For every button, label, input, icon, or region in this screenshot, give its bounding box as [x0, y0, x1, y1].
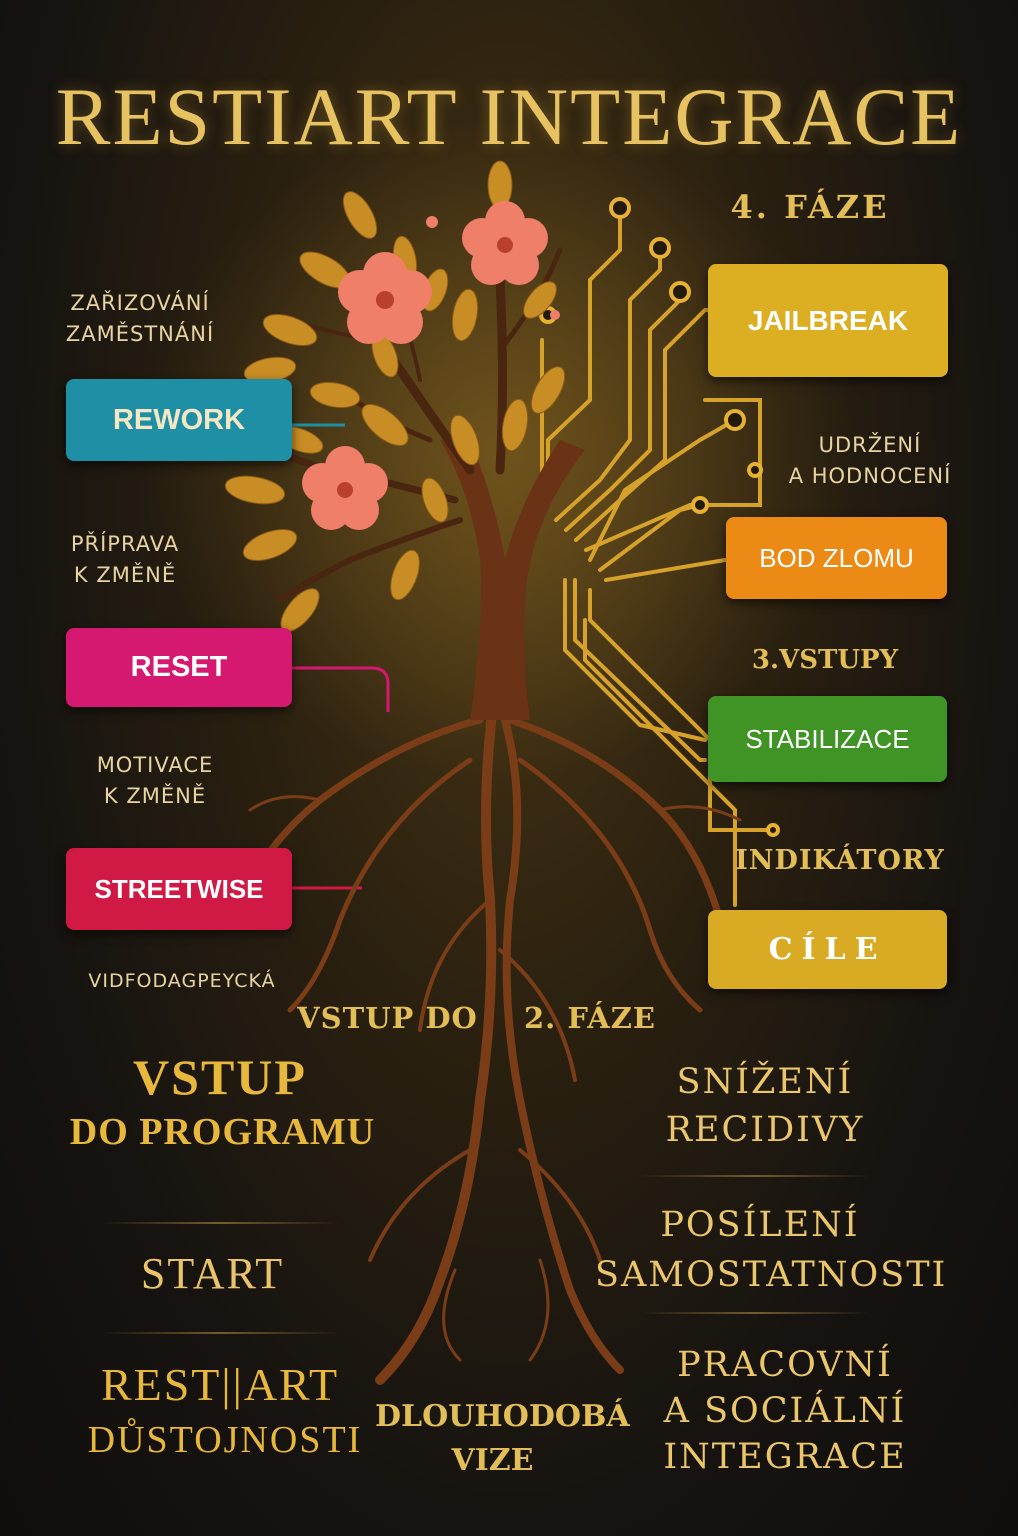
reset-connector — [292, 666, 390, 712]
restart-heading: REST||ART — [100, 1359, 340, 1410]
flowers — [302, 201, 560, 530]
zarizovani-line-1: ZAŘIZOVÁNÍ — [70, 291, 210, 315]
dustojnosti-heading: DŮSTOJNOSTI — [87, 1419, 363, 1461]
zarizovani-line-2: ZAMĚSTNÁNÍ — [65, 322, 215, 346]
roots — [236, 685, 742, 1385]
vstupy-3-label: 3.VSTUPY — [751, 645, 899, 675]
bod-zlomu-box: BOD ZLOMU — [726, 517, 947, 599]
reset-box: RESET — [66, 628, 292, 707]
pracovni-line-2: A SOCIÁLNÍ — [663, 1391, 907, 1431]
udrzeni-line-1: UDRŽENÍ — [818, 433, 922, 457]
posileni-line-1: POSÍLENÍ — [660, 1205, 860, 1245]
posileni-label: POSÍLENÍ SAMOSTATNOSTI — [595, 1200, 948, 1300]
udrzeni-line-2: A HODNOCENÍ — [788, 464, 952, 488]
trunk — [440, 440, 585, 720]
pracovni-line-3: INTEGRACE — [663, 1437, 907, 1477]
snizeni-recidivy-label: SNÍŽENÍ RECIDIVY — [640, 1058, 890, 1154]
dlouhodoba-vize-label: DLOUHODOBÁ VIZE — [375, 1395, 630, 1483]
pracovni-line-1: PRACOVNÍ — [677, 1345, 893, 1385]
page-title: RESTIART INTEGRACE — [55, 71, 963, 162]
vstup-do-label: VSTUP DO — [297, 1001, 478, 1035]
divider-right-1 — [640, 1175, 870, 1177]
jailbreak-box: JAILBREAK — [708, 264, 948, 377]
cile-box: CÍLE — [708, 910, 947, 989]
divider-left-1 — [100, 1222, 340, 1224]
faze-4-label: 4. FÁZE — [730, 188, 890, 226]
do-programu-heading: DO PROGRAMU — [69, 1111, 376, 1153]
posileni-line-2: SAMOSTATNOSTI — [595, 1255, 948, 1295]
motivace-label: MOTIVACE K ZMĚNĚ — [80, 750, 230, 812]
zarizovani-label: ZAŘIZOVÁNÍ ZAMĚSTNÁNÍ — [40, 288, 240, 350]
snizeni-line-2: RECIDIVY — [665, 1110, 865, 1150]
priprava-label: PŘÍPRAVA K ZMĚNĚ — [50, 529, 200, 591]
vidfo-label: VIDFODAGPEYCKÁ — [88, 970, 276, 992]
pracovni-integrace-label: PRACOVNÍ A SOCIÁLNÍ INTEGRACE — [650, 1342, 920, 1480]
indikatory-label: INDIKÁTORY — [735, 845, 945, 876]
vize-line-2: VIZE — [451, 1443, 534, 1478]
motivace-line-2: K ZMĚNĚ — [103, 784, 207, 808]
stabilizace-box: STABILIZACE — [708, 696, 947, 782]
motivace-line-1: MOTIVACE — [96, 753, 214, 777]
priprava-line-2: K ZMĚNĚ — [73, 563, 177, 587]
divider-left-2 — [100, 1332, 340, 1334]
priprava-line-1: PŘÍPRAVA — [70, 532, 180, 556]
faze-2-label: 2. FÁZE — [523, 1001, 657, 1035]
rework-box: REWORK — [66, 379, 292, 461]
streetwise-box: STREETWISE — [66, 848, 292, 930]
vize-line-1: DLOUHODOBÁ — [375, 1399, 630, 1434]
udrzeni-label: UDRŽENÍ A HODNOCENÍ — [770, 430, 970, 492]
start-heading: START — [140, 1249, 285, 1298]
vstup-heading: VSTUP — [133, 1049, 307, 1105]
divider-right-2 — [640, 1312, 870, 1314]
snizeni-line-1: SNÍŽENÍ — [676, 1062, 854, 1102]
